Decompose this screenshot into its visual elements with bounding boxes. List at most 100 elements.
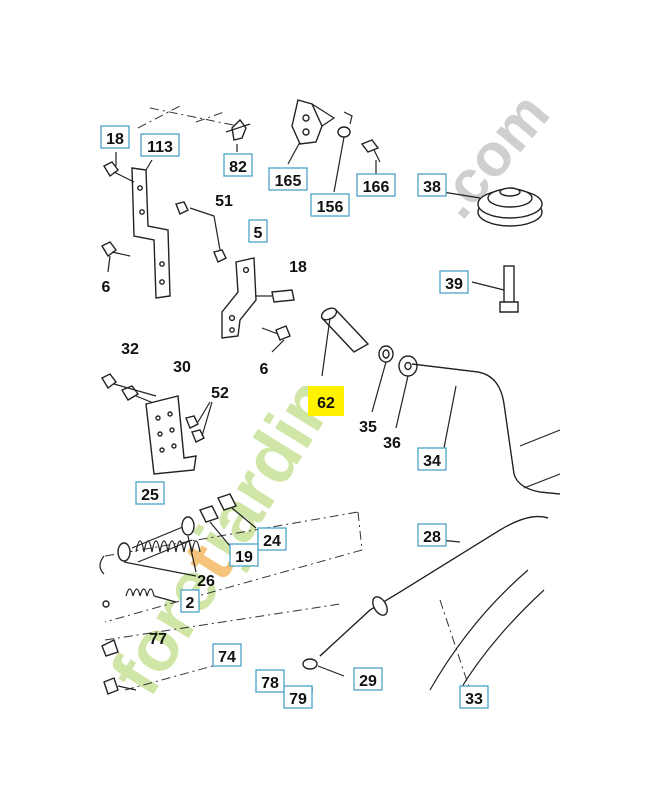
part-28-rod xyxy=(319,515,549,691)
callout-35: 35 xyxy=(359,419,377,436)
callout-label: 24 xyxy=(263,533,281,550)
part-113-bracket xyxy=(131,167,171,299)
callout-label: 5 xyxy=(254,225,263,242)
callout-box xyxy=(417,173,447,197)
callout-label: 29 xyxy=(359,673,377,690)
callout-label: 166 xyxy=(363,179,390,196)
callout-box xyxy=(356,173,396,197)
callout-6a: 6 xyxy=(102,279,111,296)
part-19-nut xyxy=(199,505,231,547)
callout-label: 30 xyxy=(173,359,191,376)
part-29-bushing xyxy=(302,658,345,677)
callout-2: 2 xyxy=(180,589,200,613)
assembly-frame-lines xyxy=(104,105,471,691)
callout-label: 156 xyxy=(317,199,344,216)
callout-33: 33 xyxy=(459,685,489,709)
callout-box xyxy=(268,167,308,191)
callout-label: 6 xyxy=(102,279,111,296)
part-34-rod xyxy=(411,363,561,495)
callout-label: 32 xyxy=(121,341,139,358)
part-166-bolt xyxy=(360,139,381,163)
callout-label: 52 xyxy=(211,385,229,402)
callout-box xyxy=(439,270,469,294)
callout-165: 165 xyxy=(268,167,308,191)
callout-box xyxy=(283,685,313,709)
callout-box xyxy=(180,589,200,613)
callout-label: 39 xyxy=(445,276,463,293)
callout-label: 165 xyxy=(275,173,302,190)
callout-box xyxy=(310,193,350,217)
callout-label: 18 xyxy=(289,259,307,276)
callout-18a: 18 xyxy=(100,125,130,149)
callout-166: 166 xyxy=(356,173,396,197)
callout-52: 52 xyxy=(211,385,229,402)
callout-19: 19 xyxy=(229,543,259,567)
callout-label: 51 xyxy=(215,193,233,210)
part-26-washers xyxy=(117,516,197,577)
part-32-bolts xyxy=(101,373,157,405)
callout-25: 25 xyxy=(135,481,165,505)
callout-label: 25 xyxy=(141,487,159,504)
part-82-clip xyxy=(225,118,251,141)
part-38-pulley xyxy=(477,187,543,227)
callout-34: 34 xyxy=(417,447,447,471)
callout-label: 77 xyxy=(149,631,167,648)
callout-label: 79 xyxy=(289,691,307,708)
callout-box xyxy=(135,481,165,505)
callout-box xyxy=(140,133,180,157)
part-62-tube xyxy=(320,307,370,353)
callout-label: 26 xyxy=(197,573,215,590)
callout-32: 32 xyxy=(121,341,139,358)
part-24-nut xyxy=(217,493,257,529)
callout-box xyxy=(257,527,287,551)
part-5-bracket xyxy=(221,257,257,339)
callout-30: 30 xyxy=(173,359,191,376)
callout-label: 113 xyxy=(147,139,173,156)
part-156-washer xyxy=(337,111,353,138)
part-165-bracket xyxy=(291,99,336,145)
callout-box xyxy=(353,667,383,691)
callout-label: 2 xyxy=(186,595,195,612)
callout-box xyxy=(459,685,489,709)
part-6-bolt-right xyxy=(261,325,291,341)
callout-78: 78 xyxy=(255,669,285,693)
part-6-bolt-left xyxy=(101,241,131,258)
callout-label: 34 xyxy=(423,453,441,470)
callout-26: 26 xyxy=(197,573,215,590)
callout-77: 77 xyxy=(149,631,167,648)
callout-29: 29 xyxy=(353,667,383,691)
callout-label: 38 xyxy=(423,179,441,196)
callout-6b: 6 xyxy=(260,361,269,378)
callout-79: 79 xyxy=(283,685,313,709)
callout-label: 74 xyxy=(218,649,236,666)
callout-layer: 18 113 82 165 156 166 38 51 5 18 6 39 6 32 30 62 52 35 36 3… xyxy=(100,125,489,709)
callout-18b: 18 xyxy=(289,259,307,276)
part-51-nuts xyxy=(175,201,227,263)
callout-label: 28 xyxy=(423,529,441,546)
callout-box xyxy=(417,447,447,471)
callout-label: 36 xyxy=(383,435,401,452)
callout-5: 5 xyxy=(248,219,268,243)
callout-label: 78 xyxy=(261,675,279,692)
callout-36: 36 xyxy=(383,435,401,452)
callout-box xyxy=(255,669,285,693)
callout-51: 51 xyxy=(215,193,233,210)
part-2-spring xyxy=(125,588,177,603)
callout-82: 82 xyxy=(223,153,253,177)
callout-box xyxy=(248,219,268,243)
callout-62: 62 xyxy=(308,386,344,416)
callout-label: 18 xyxy=(106,131,124,148)
callout-39: 39 xyxy=(439,270,469,294)
part-30-bracket xyxy=(145,395,197,475)
callout-label: 33 xyxy=(465,691,483,708)
callout-156: 156 xyxy=(310,193,350,217)
part-36-washer xyxy=(398,355,418,377)
callout-label: 62 xyxy=(317,395,335,412)
callout-label: 6 xyxy=(260,361,269,378)
callout-label: 35 xyxy=(359,419,377,436)
callout-74: 74 xyxy=(212,643,242,667)
callout-label: 19 xyxy=(235,549,253,566)
part-35-washer xyxy=(378,345,394,363)
callout-highlight xyxy=(308,386,344,416)
callout-113: 113 xyxy=(140,133,180,157)
